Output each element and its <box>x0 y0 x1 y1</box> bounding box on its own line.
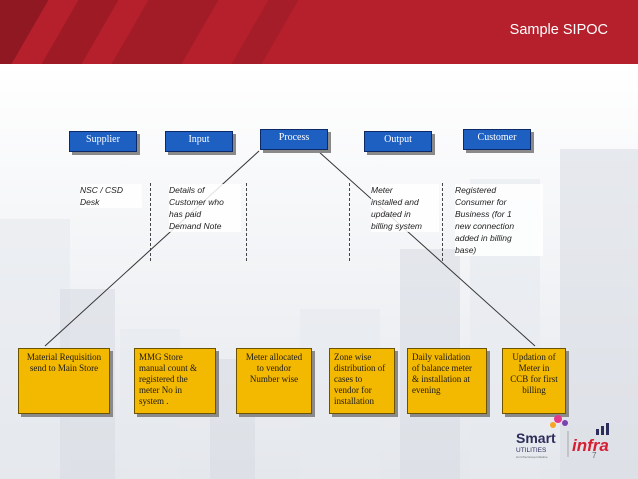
process-step-4: Zone wise distribution of cases to vendo… <box>329 348 395 414</box>
company-logo: Smart UTILITIES An Infra Group Initiativ… <box>516 415 609 459</box>
logo-smart-text: Smart <box>516 430 556 446</box>
sipoc-input-box: Input <box>165 131 233 152</box>
process-step-6: Updation of Meter in CCB for first billi… <box>502 348 566 414</box>
process-step-2: MMG Store manual count & registered the … <box>134 348 216 414</box>
logo-tagline-text: An Infra Group Initiative <box>516 455 548 459</box>
logo-dot <box>562 420 568 426</box>
connector-line-right <box>317 150 536 347</box>
logo-bar <box>606 423 609 435</box>
building-silhouette <box>560 149 638 479</box>
column-divider <box>442 183 443 261</box>
page-number: 7 <box>592 451 597 460</box>
sipoc-customer-box: Customer <box>463 129 531 150</box>
sipoc-output-box: Output <box>364 131 432 152</box>
logo-bar <box>601 426 604 435</box>
process-step-1: Material Requisition send to Main Store <box>18 348 110 414</box>
supplier-text: NSC / CSD Desk <box>80 184 142 208</box>
process-step-3: Meter allocated to vendor Number wise <box>236 348 312 414</box>
sipoc-process-box: Process <box>260 129 328 150</box>
column-divider <box>246 183 247 261</box>
logo-dot <box>554 415 562 423</box>
customer-text: Registered Consumer for Business (for 1 … <box>455 184 543 256</box>
column-divider <box>150 183 151 261</box>
slide-title: Sample SIPOC <box>509 22 608 38</box>
sipoc-supplier-box: Supplier <box>69 131 137 152</box>
output-text: Meter installed and updated in billing s… <box>371 184 439 232</box>
logo-bar <box>596 429 599 435</box>
process-step-5: Daily validation of balance meter & inst… <box>407 348 487 414</box>
column-divider <box>349 183 350 261</box>
connector-line-left <box>44 150 260 347</box>
logo-infra-text: infra <box>572 436 609 455</box>
input-text: Details of Customer who has paid Demand … <box>169 184 241 232</box>
slide-header: Sample SIPOC <box>0 0 638 64</box>
logo-dot <box>550 422 556 428</box>
logo-utilities-text: UTILITIES <box>516 447 547 454</box>
